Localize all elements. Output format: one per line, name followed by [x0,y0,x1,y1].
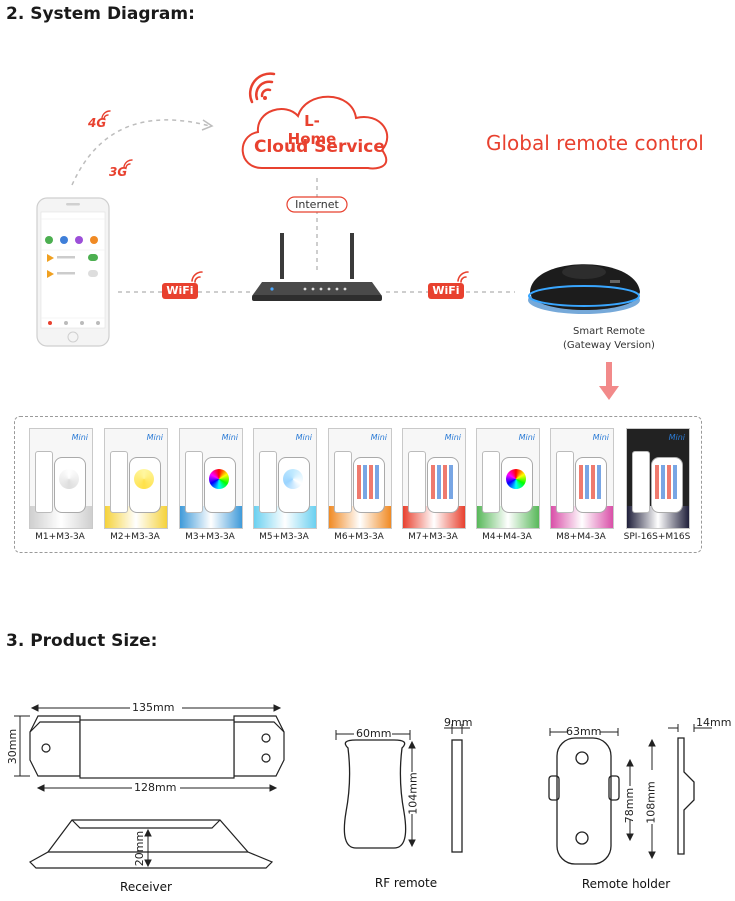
receiver-inner-length-label: 128mm [134,781,177,794]
product-label-5: M6+M3-3A [334,532,384,542]
product-label-8: M8+M4-3A [556,532,606,542]
product-list-frame [14,416,702,553]
product-size-drawings [14,704,712,869]
signal-3g-icon [123,159,133,169]
rf-remote-width-label: 60mm [356,727,392,740]
button-grid [579,465,601,499]
wifi-left-label: WiFi [166,284,194,297]
receiver-unit [185,451,203,513]
receiver-unit [334,451,352,513]
product-package-9: Mini [626,428,690,529]
product-package-1: Mini [29,428,93,529]
smart-remote-label: Smart Remote [572,326,645,337]
package-mini-logo: Mini [444,433,461,442]
receiver-unit [556,451,574,513]
smart-gateway-icon [528,264,640,314]
product-label-7: M4+M4-3A [482,532,532,542]
color-wheel [59,469,79,489]
color-wheel [209,469,229,489]
holder-width-label: 63mm [566,725,602,738]
receiver-top-view [29,715,285,779]
rf-remote-caption: RF remote [374,876,438,890]
package-mini-logo: Mini [592,433,609,442]
receiver-unit [632,451,650,513]
receiver-unit [259,451,277,513]
cloud-icon [241,95,389,170]
color-wheel [134,469,154,489]
receiver-caption: Receiver [120,880,172,894]
package-mini-logo: Mini [71,433,88,442]
global-remote-control-text: Global remote control [486,131,704,155]
diagram-section-title: 2. System Diagram: [6,4,195,24]
package-mini-logo: Mini [146,433,163,442]
product-package-7: Mini [476,428,540,529]
cloud-wifi-icon [248,72,276,104]
system-diagram [36,72,640,400]
signal-3g-label: 3G [109,165,128,179]
button-grid [655,465,677,499]
product-label-4: M5+M3-3A [259,532,309,542]
product-package-4: Mini [253,428,317,529]
receiver-width-label: 30mm [6,728,20,765]
package-mini-logo: Mini [295,433,312,442]
color-wheel [506,469,526,489]
package-mini-logo: Mini [370,433,387,442]
internet-label: Internet [295,198,339,211]
button-grid [357,465,379,499]
product-label-3: M3+M3-3A [185,532,235,542]
wifi-badge-left [162,271,203,299]
wifi-right-label: WiFi [432,284,460,297]
receiver-unit [110,451,128,513]
signal-4g-icon [101,110,111,120]
cloud-subtitle: Cloud Service [254,137,385,157]
cloud-title: L-Home [287,112,337,148]
remote-unit [278,457,310,513]
receiver-unit [408,451,426,513]
receiver-unit [35,451,53,513]
package-mini-logo: Mini [518,433,535,442]
remote-holder-front-view [548,737,620,865]
rf-remote-side-view [444,724,470,853]
holder-height-label: 108mm [644,781,658,824]
receiver-length-label: 135mm [132,701,175,714]
gateway-version-label: (Gateway Version) [563,340,655,351]
package-mini-logo: Mini [221,433,238,442]
rf-remote-front-view [343,739,407,849]
product-package-5: Mini [328,428,392,529]
product-package-6: Mini [402,428,466,529]
mobile-signal-arc [71,119,211,186]
product-package-3: Mini [179,428,243,529]
product-package-2: Mini [104,428,168,529]
product-package-8: Mini [550,428,614,529]
remote-unit [204,457,236,513]
arc-arrow-head [201,119,214,131]
holder-caption: Remote holder [581,877,671,891]
size-section-title: 3. Product Size: [6,631,158,651]
product-label-2: M2+M3-3A [110,532,160,542]
rf-remote-height-label: 104mm [406,772,420,815]
wifi-badge-right [428,271,469,299]
color-wheel [283,469,303,489]
receiver-unit [482,451,500,513]
product-label-1: M1+M3-3A [35,532,85,542]
internet-pill [286,196,348,213]
button-grid [431,465,453,499]
product-label-6: M7+M3-3A [408,532,458,542]
router-icon [252,233,382,301]
product-label-9: SPI-16S+M16S [623,532,691,542]
signal-4g-label: 4G [88,116,107,130]
rf-remote-depth-label: 9mm [444,716,473,729]
smartphone-icon [36,197,110,347]
holder-depth-label: 14mm [696,716,732,729]
remote-holder-side-view [677,737,695,855]
receiver-height-label: 20mm [133,830,147,867]
holder-inner-height-label: 78mm [623,787,637,824]
package-mini-logo: Mini [668,433,685,442]
down-arrow-icon [599,362,619,400]
